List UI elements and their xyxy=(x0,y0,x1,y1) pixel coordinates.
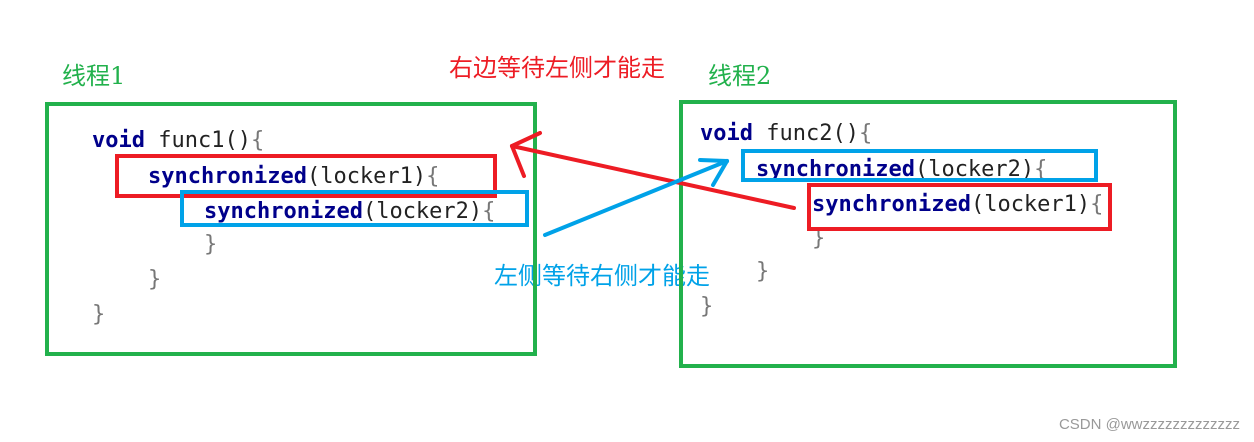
watermark: CSDN @wwzzzzzzzzzzzzz xyxy=(1058,416,1240,433)
thread1-outer-sync-line: synchronized(locker1){ xyxy=(148,164,439,190)
thread2-title: 线程2 xyxy=(708,62,772,90)
func-name: func2() xyxy=(752,121,859,146)
thread2-outer-sync-line: synchronized(locker2){ xyxy=(756,157,1047,183)
thread1-title: 线程1 xyxy=(62,62,126,90)
blue-arrow xyxy=(543,158,729,237)
thread1-close-outer: } xyxy=(148,267,162,292)
void-keyword: void xyxy=(700,121,753,146)
thread1-locker2-highlight xyxy=(180,190,529,227)
red-arrow xyxy=(510,131,796,210)
thread1-close-func: } xyxy=(92,302,106,327)
open-brace: { xyxy=(250,128,265,153)
lock-arg: (locker2) xyxy=(362,199,483,224)
lock-arg: (locker1) xyxy=(306,164,427,189)
synchronized-keyword: synchronized xyxy=(148,164,307,189)
thread1-code-box xyxy=(45,102,537,356)
void-keyword: void xyxy=(92,128,145,153)
thread1-close-inner: } xyxy=(204,232,218,257)
open-brace: { xyxy=(1090,192,1104,217)
thread2-code-box xyxy=(679,100,1177,368)
func-name: func1() xyxy=(144,128,251,153)
open-brace: { xyxy=(858,121,873,146)
thread2-inner-sync-line: synchronized(locker1){ xyxy=(812,192,1103,218)
open-brace: { xyxy=(426,164,440,189)
lock-arg: (locker2) xyxy=(914,157,1035,182)
thread2-close-inner: } xyxy=(812,226,826,251)
thread2-func-line: void func2(){ xyxy=(700,121,872,147)
synchronized-keyword: synchronized xyxy=(204,199,363,224)
thread1-func-line: void func1(){ xyxy=(92,128,264,154)
thread2-locker1-highlight xyxy=(807,183,1112,231)
open-brace: { xyxy=(482,199,496,224)
synchronized-keyword: synchronized xyxy=(812,192,971,217)
annotation-right-waits-left: 右边等待左侧才能走 xyxy=(449,54,665,82)
thread2-close-outer: } xyxy=(756,259,770,284)
thread2-locker2-highlight xyxy=(741,149,1098,182)
thread2-close-func: } xyxy=(700,294,714,319)
open-brace: { xyxy=(1034,157,1048,182)
synchronized-keyword: synchronized xyxy=(756,157,915,182)
lock-arg: (locker1) xyxy=(970,192,1091,217)
thread1-inner-sync-line: synchronized(locker2){ xyxy=(204,199,495,225)
annotation-left-waits-right: 左侧等待右侧才能走 xyxy=(494,262,710,290)
thread1-locker1-highlight xyxy=(115,154,497,198)
